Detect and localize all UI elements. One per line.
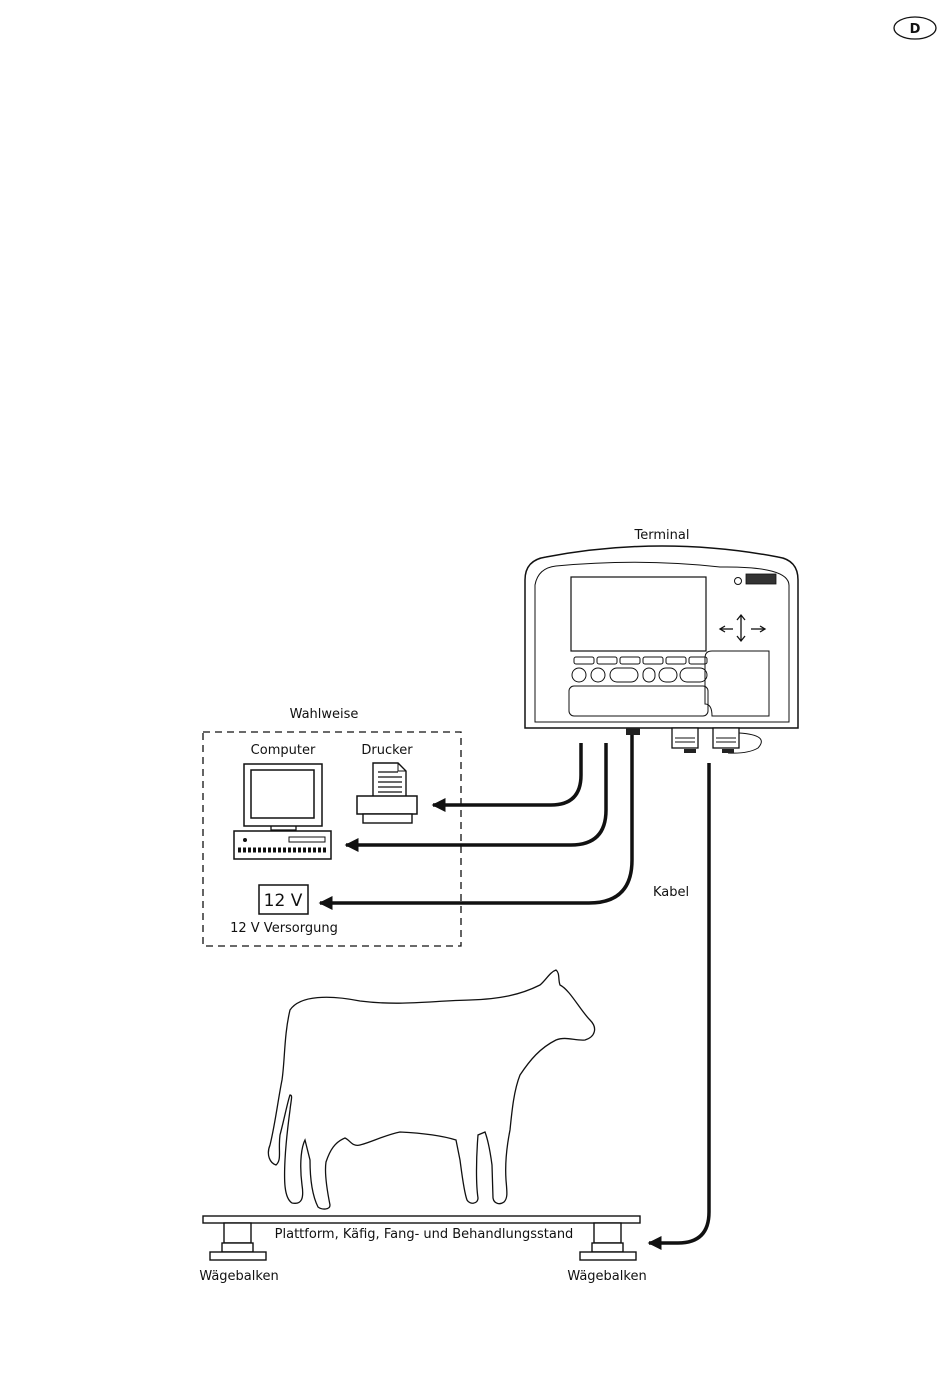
optional-label: Wahlweise bbox=[290, 707, 359, 722]
power-supply-label: 12 V Versorgung bbox=[230, 921, 338, 936]
load-bar-left-label: Wägebalken bbox=[199, 1269, 278, 1284]
language-badge-text: D bbox=[910, 22, 921, 37]
pc-case-icon bbox=[234, 831, 331, 859]
computer: Computer bbox=[234, 743, 331, 859]
terminal-device: Terminal bbox=[525, 528, 798, 753]
monitor-icon bbox=[244, 764, 322, 826]
load-bar-right-label: Wägebalken bbox=[567, 1269, 646, 1284]
power-supply: 12 V 12 V Versorgung bbox=[230, 885, 338, 936]
platform-label: Plattform, Käfig, Fang- und Behandlungss… bbox=[275, 1227, 574, 1242]
platform: Plattform, Käfig, Fang- und Behandlungss… bbox=[203, 1216, 640, 1242]
terminal-label: Terminal bbox=[634, 528, 690, 543]
scale-cable bbox=[649, 763, 709, 1243]
printer-cable bbox=[433, 743, 581, 805]
cable-label: Kabel bbox=[653, 885, 689, 900]
printer-icon bbox=[357, 796, 417, 814]
optional-group: Wahlweise bbox=[203, 707, 461, 946]
load-bar-right bbox=[580, 1223, 636, 1260]
paper-icon bbox=[373, 763, 406, 798]
printer: Drucker bbox=[357, 743, 417, 823]
computer-label: Computer bbox=[251, 743, 316, 758]
power-box-label: 12 V bbox=[264, 891, 303, 911]
language-badge: D bbox=[894, 17, 936, 39]
cow-icon bbox=[268, 970, 594, 1209]
printer-label: Drucker bbox=[361, 743, 413, 758]
load-bar-left bbox=[210, 1223, 266, 1260]
terminal-connectors bbox=[626, 728, 761, 753]
brand-logo-icon bbox=[746, 574, 776, 584]
